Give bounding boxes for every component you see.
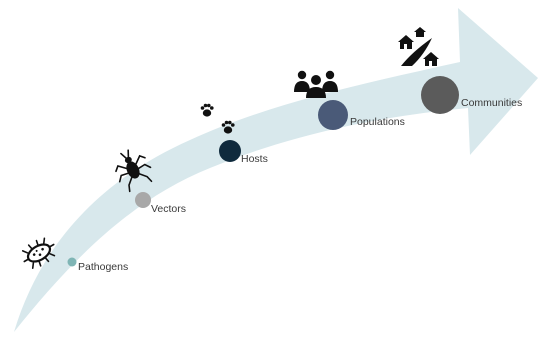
populations-dot bbox=[318, 100, 348, 130]
mosquito-icon bbox=[115, 149, 153, 193]
populations-label: Populations bbox=[350, 116, 405, 128]
pathogens-label: Pathogens bbox=[78, 261, 128, 273]
stage-pathogens: Pathogens bbox=[21, 237, 128, 273]
communities-dot bbox=[421, 76, 459, 114]
stage-vectors: Vectors bbox=[115, 149, 186, 215]
stage-populations: Populations bbox=[294, 70, 405, 130]
vectors-dot bbox=[135, 192, 151, 208]
stage-hosts: Hosts bbox=[200, 103, 268, 165]
scale-arrow bbox=[14, 8, 538, 332]
vectors-label: Vectors bbox=[151, 203, 186, 215]
stage-communities: Communities bbox=[398, 27, 522, 114]
hosts-dot bbox=[219, 140, 241, 162]
paw-prints-icon bbox=[200, 103, 235, 134]
people-icon bbox=[294, 70, 338, 98]
houses-road-icon bbox=[398, 27, 439, 66]
pathogens-dot bbox=[67, 257, 77, 267]
communities-label: Communities bbox=[461, 97, 522, 109]
hosts-label: Hosts bbox=[241, 153, 268, 165]
bacterium-icon bbox=[21, 237, 56, 269]
